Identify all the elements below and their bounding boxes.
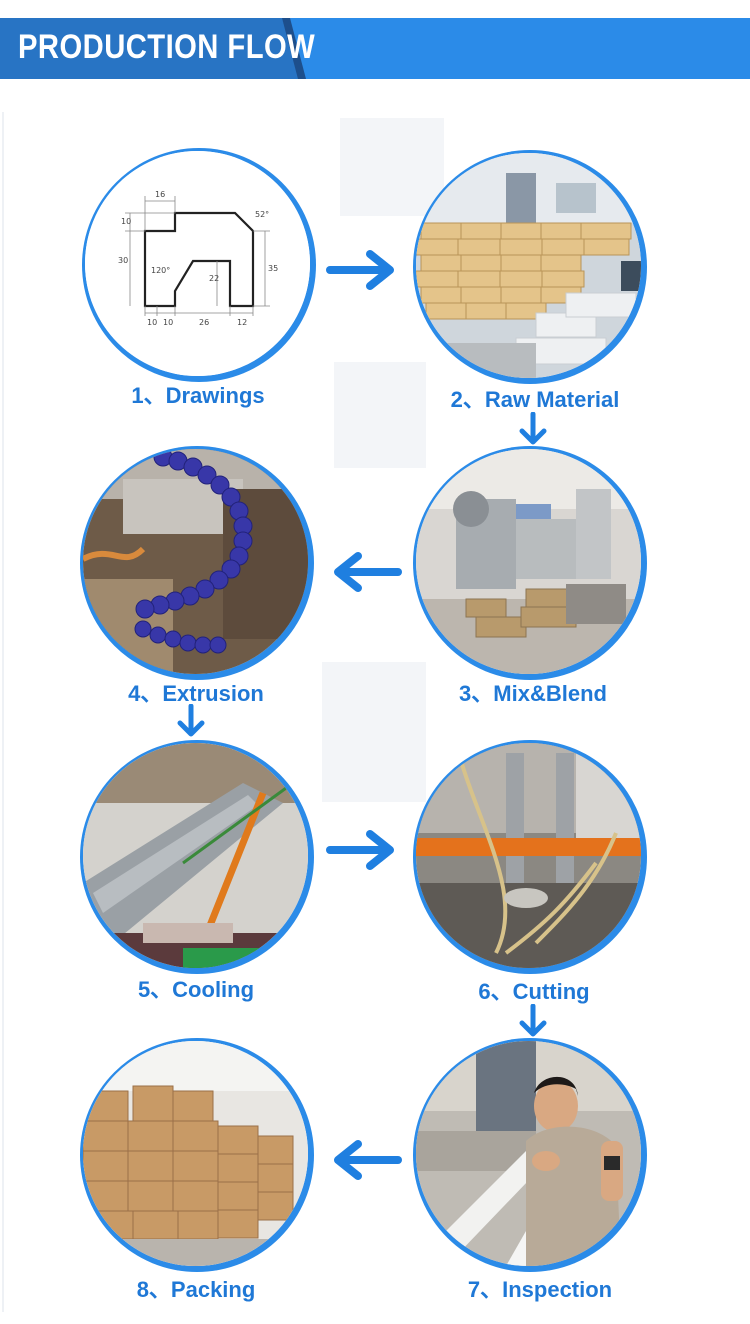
dim-label: 120° [151, 266, 170, 275]
step-label-drawings: 1、Drawings [131, 383, 265, 408]
step-raw-material [413, 150, 647, 384]
step-label-cutting: 6、Cutting [478, 979, 590, 1004]
step-label-raw-material: 2、Raw Material [450, 387, 620, 412]
step-label-inspection: 7、Inspection [467, 1277, 613, 1302]
dim-label: 26 [199, 318, 209, 327]
inspection-image [416, 1041, 641, 1266]
dim-label: 22 [209, 274, 219, 283]
dim-label: 10 [121, 217, 131, 226]
arrow-left-icon [334, 1140, 402, 1180]
raw-material-image [416, 153, 641, 378]
arrow-down-icon [519, 412, 547, 445]
header-banner: PRODUCTION FLOW [0, 18, 750, 79]
step-label-cooling: 5、Cooling [137, 977, 255, 1002]
background-panel [334, 362, 426, 468]
background-panel [2, 112, 4, 1312]
step-cooling [80, 740, 314, 974]
dim-label: 12 [237, 318, 247, 327]
background-panel [322, 662, 426, 802]
step-label-mix-blend: 3、Mix&Blend [459, 681, 607, 706]
step-inspection [413, 1038, 647, 1272]
background-panel [340, 118, 444, 216]
arrow-right-icon [326, 250, 394, 290]
dim-label: 35 [268, 264, 278, 273]
extrusion-image [83, 449, 308, 674]
mix-blend-image [416, 449, 641, 674]
header-tab [0, 18, 300, 79]
step-mix-blend [413, 446, 647, 680]
dim-label: 52° [255, 210, 269, 219]
dim-label: 30 [118, 256, 128, 265]
step-label-packing: 8、Packing [136, 1277, 256, 1302]
page-title: PRODUCTION FLOW [18, 28, 316, 66]
packing-image [83, 1041, 308, 1266]
cooling-image [83, 743, 308, 968]
step-drawings: 16 10 52° 30 35 120° 22 10 10 26 12 [82, 148, 316, 382]
step-packing [80, 1038, 314, 1272]
arrow-left-icon [334, 552, 402, 592]
dim-label: 10 [147, 318, 157, 327]
cutting-image [416, 743, 641, 968]
arrow-right-icon [326, 830, 394, 870]
step-label-extrusion: 4、Extrusion [128, 681, 264, 706]
drawings-image: 16 10 52° 30 35 120° 22 10 10 26 12 [85, 151, 310, 376]
dim-label: 10 [163, 318, 173, 327]
arrow-down-icon [519, 1004, 547, 1037]
step-extrusion [80, 446, 314, 680]
arrow-down-icon [177, 704, 205, 737]
step-cutting [413, 740, 647, 974]
dim-label: 16 [155, 190, 165, 199]
